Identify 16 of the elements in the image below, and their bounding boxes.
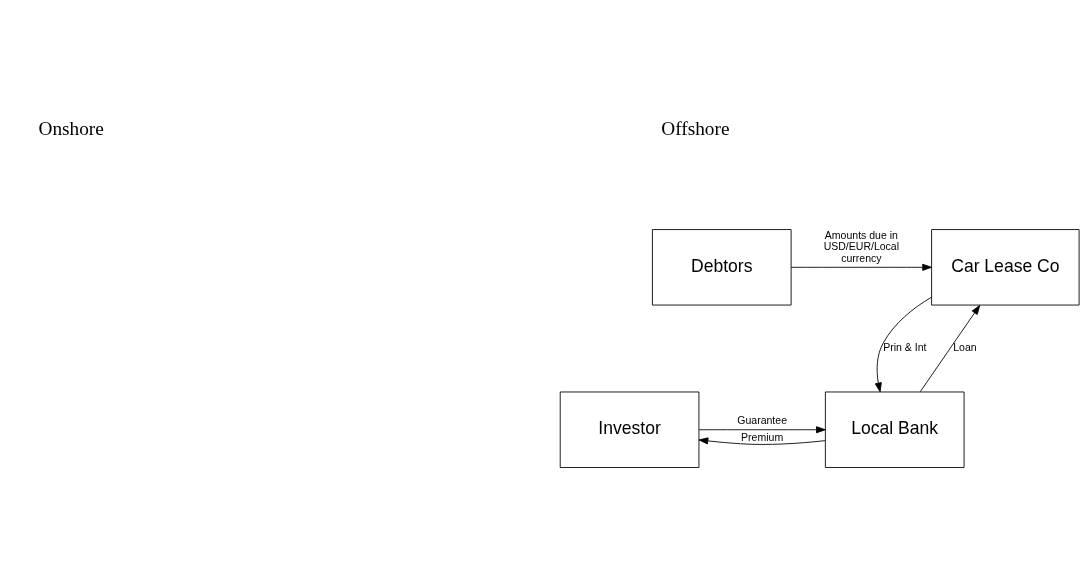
arrow — [919, 305, 981, 393]
edge-label: Guarantee — [737, 414, 787, 427]
node-box: Debtors — [651, 229, 792, 306]
edge-label: Amounts due in USD/EUR/Local currency — [823, 228, 900, 264]
edge-label: Premium — [741, 430, 784, 443]
arrow — [698, 437, 826, 445]
node-box: Car Lease Co — [931, 229, 1080, 306]
label: Onshore — [38, 118, 104, 140]
node-box: Local Bank — [824, 391, 965, 468]
node-box: Investor — [559, 391, 700, 468]
edge-label: Prin & Int — [883, 341, 927, 354]
label: Offshore — [661, 118, 730, 140]
arrow — [698, 426, 826, 434]
edge-label: Loan — [953, 341, 977, 354]
arrow — [790, 263, 932, 271]
arrow — [874, 296, 932, 393]
